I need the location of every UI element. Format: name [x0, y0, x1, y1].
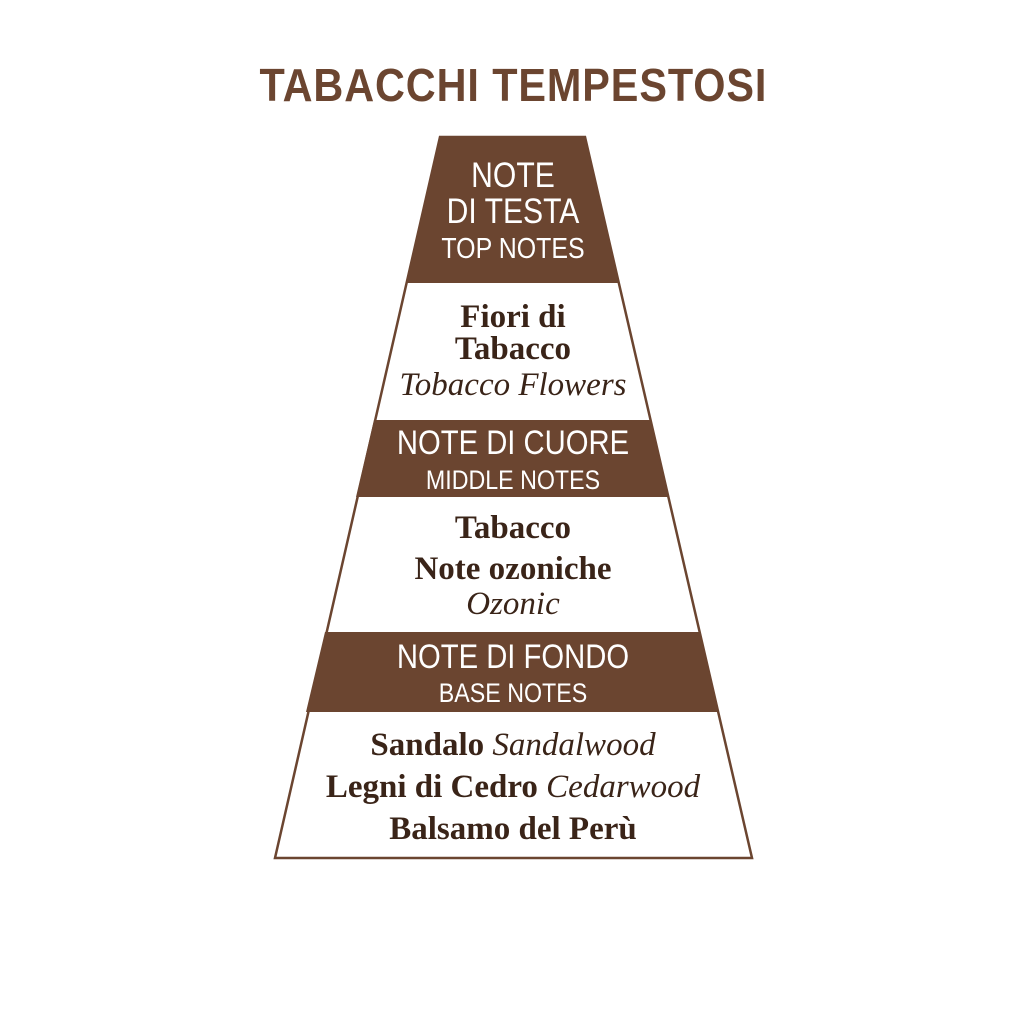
middle-notes-band	[356, 420, 668, 497]
base-note-2-it: Legni di Cedro	[325, 769, 538, 805]
top-note-en: Tobacco Flowers	[399, 367, 627, 403]
middle-notes-header: NOTE DI CUORE	[396, 424, 630, 462]
base-notes-band	[306, 632, 718, 712]
base-note-3-it: Balsamo del Perù	[389, 811, 637, 847]
base-note-1-en: Sandalwood	[492, 727, 656, 763]
base-note-2-en: Cedarwood	[546, 769, 701, 805]
base-note-3: Balsamo del Perù	[0, 809, 1024, 849]
page-title: TABACCHI TEMPESTOSI	[259, 59, 768, 111]
middle-note-en: Ozonic	[466, 586, 560, 622]
top-note-2: Tabacco	[454, 331, 572, 367]
top-notes-header-line2: DI TESTA	[446, 192, 580, 231]
base-note-1-it: Sandalo	[370, 727, 485, 763]
top-notes-header-en: TOP NOTES	[441, 233, 585, 265]
middle-note-2: Note ozoniche	[414, 551, 612, 587]
top-notes-header-line1: NOTE	[471, 156, 555, 195]
middle-note-1: Tabacco	[454, 510, 572, 546]
base-notes-header-en: BASE NOTES	[438, 678, 588, 708]
top-note-1: Fiori di	[460, 299, 566, 335]
base-notes-header: NOTE DI FONDO	[396, 638, 630, 676]
top-notes-band	[406, 137, 619, 283]
base-note-2: Legni di Cedro Cedarwood	[0, 767, 1024, 807]
middle-notes-header-en: MIDDLE NOTES	[425, 465, 601, 495]
base-note-1: Sandalo Sandalwood	[0, 725, 1024, 765]
